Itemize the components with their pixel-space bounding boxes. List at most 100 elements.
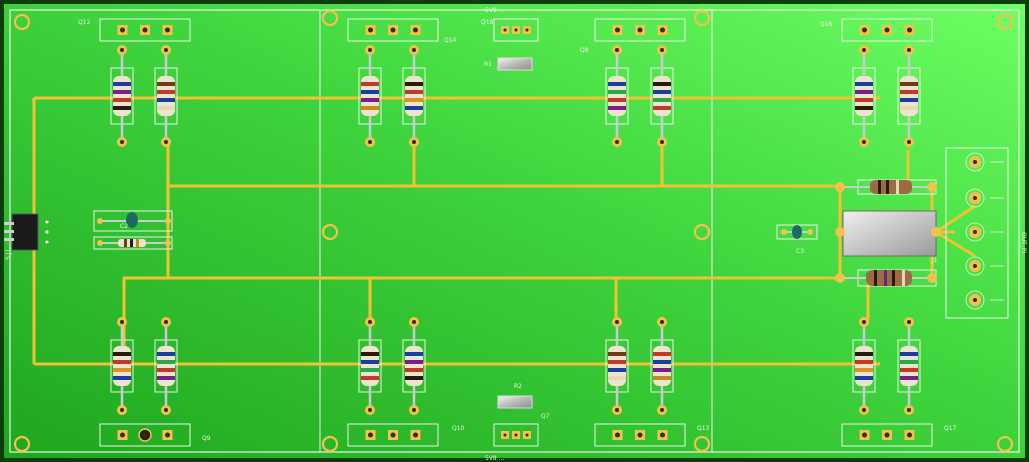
header-outline-6: [347, 423, 439, 447]
ic-chip-pad-left: [835, 227, 845, 237]
resistor-1-hole-bottom: [164, 140, 168, 144]
resistor-10-band-3: [361, 376, 379, 380]
header-5-hole-2: [165, 432, 170, 438]
hole-bl: [13, 435, 31, 453]
resistor-10-hole-bottom: [368, 408, 372, 412]
out-ring-0: [965, 152, 985, 172]
r-small-pad-1: [97, 240, 103, 246]
header-4-hole-0: [862, 27, 867, 33]
j1-pin-1: [4, 222, 14, 225]
resistor-13-band-3: [653, 376, 671, 380]
header-6-hole-1: [390, 432, 396, 438]
resistor-11-band-2: [405, 368, 423, 372]
header-outline-4: [841, 18, 933, 42]
header-6-hole-0: [368, 432, 373, 438]
resistor-13-band-2: [653, 368, 671, 372]
resistor-13-band-0: [653, 352, 671, 356]
label-q9: Q9: [202, 435, 211, 442]
c2-outline: [93, 210, 173, 232]
header-7-hole-0: [503, 433, 507, 437]
out-ring-4: [965, 290, 985, 310]
resistor-10-band-1: [361, 360, 379, 364]
resistor-1-band-1: [157, 90, 175, 94]
header-2-hole-1: [514, 28, 518, 32]
resistor-3-band-1: [405, 90, 423, 94]
header-9-hole-0: [862, 432, 867, 438]
rh-top-pad-1: [835, 182, 845, 192]
resistor-0-band-1: [113, 90, 131, 94]
resistor-4-band-2: [608, 98, 626, 102]
resistor-14-hole-top: [862, 320, 866, 324]
header-1-hole-2: [413, 27, 418, 33]
r-small-outline: [93, 236, 173, 250]
label-q7: Q7: [541, 413, 550, 420]
resistor-12-band-1: [608, 360, 626, 364]
resistor-1-band-2: [157, 98, 175, 102]
header-5-hole-0: [120, 432, 125, 438]
hole-tl: [13, 13, 31, 31]
resistor-12-band-3: [608, 376, 626, 380]
out-hole-3: [973, 264, 977, 268]
rh-bottom-band-2: [884, 270, 887, 286]
resistor-8-band-2: [113, 368, 131, 372]
header-2-hole-2: [525, 28, 529, 32]
resistor-9-band-2: [157, 368, 175, 372]
resistor-8-hole-bottom: [120, 408, 124, 412]
label-left-side: 5 J1: [5, 249, 12, 260]
rh-top-pad-2: [927, 182, 937, 192]
header-9-hole-2: [907, 432, 912, 438]
out-ring-1: [965, 188, 985, 208]
header-5-hole-1: [142, 432, 148, 438]
hole-top-2: [693, 9, 711, 27]
hole-mid-2: [693, 223, 711, 241]
resistor-7-band-1: [900, 90, 918, 94]
header-8-hole-1: [637, 432, 643, 438]
resistor-15-band-0: [900, 352, 918, 356]
resistor-0-hole-top: [120, 48, 124, 52]
header-0-hole-1: [142, 27, 148, 33]
j1-pin-2: [4, 230, 14, 233]
r-small-band-1: [124, 239, 127, 247]
resistor-15-hole-top: [907, 320, 911, 324]
header-7-hole-2: [525, 433, 529, 437]
hole-br: [996, 435, 1014, 453]
resistor-3-band-3: [405, 106, 423, 110]
hole-bottom-1: [321, 435, 339, 453]
j1-mark-3: [45, 240, 49, 244]
out-hole-4: [973, 298, 977, 302]
resistor-8-band-0: [113, 352, 131, 356]
resistor-6-band-0: [855, 82, 873, 86]
resistor-15-band-2: [900, 368, 918, 372]
header-3-hole-0: [615, 27, 620, 33]
resistor-0-band-3: [113, 106, 131, 110]
resistor-12-band-2: [608, 368, 626, 372]
ic-chip-pad-right: [931, 227, 941, 237]
header-outline-5: [99, 423, 191, 447]
resistor-5-hole-top: [660, 48, 664, 52]
resistor-9-band-0: [157, 352, 175, 356]
header-4-hole-1: [884, 27, 890, 33]
resistor-15-band-1: [900, 360, 918, 364]
c3-pad-1: [781, 229, 787, 235]
rh-bottom-band-3: [892, 270, 895, 286]
header-outline-8: [594, 423, 686, 447]
resistor-5-hole-bottom: [660, 140, 664, 144]
resistor-4-hole-bottom: [615, 140, 619, 144]
output-connector: [945, 147, 1009, 319]
c2-pad-1: [97, 218, 103, 224]
resistor-8-hole-top: [120, 320, 124, 324]
header-outline-0: [99, 18, 191, 42]
resistor-15-band-3: [900, 376, 918, 380]
label-c3: C3: [796, 248, 804, 255]
resistor-2-band-2: [361, 98, 379, 102]
resistor-14-band-1: [855, 360, 873, 364]
rh-bottom-band-4: [902, 270, 905, 286]
resistor-12-band-0: [608, 352, 626, 356]
resistor-1-band-3: [157, 106, 175, 110]
label-right-side: OUT_PI: [1020, 232, 1027, 253]
label-q16: Q16: [820, 21, 833, 28]
out-hole-2: [973, 230, 977, 234]
rh-bottom-pad-2: [927, 273, 937, 283]
label-q17: Q17: [944, 425, 957, 432]
label-q12: Q12: [78, 19, 91, 26]
